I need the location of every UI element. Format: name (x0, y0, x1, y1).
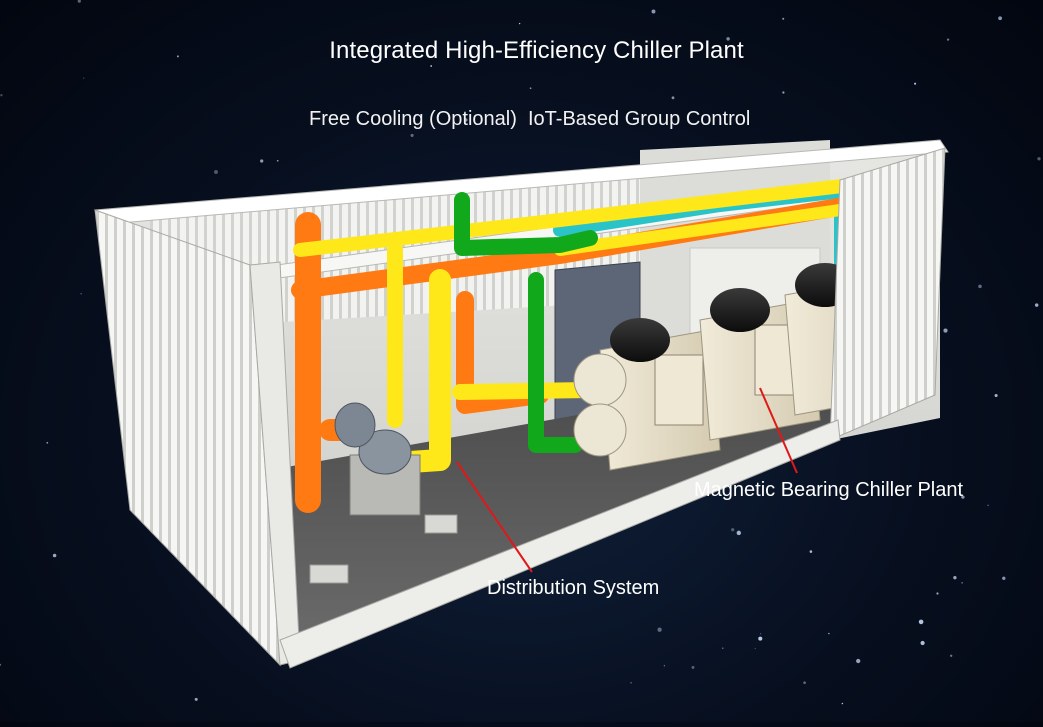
star (0, 93, 3, 97)
star (736, 530, 742, 536)
star (176, 55, 179, 58)
callout-leader-lines (456, 387, 798, 573)
star (950, 654, 953, 657)
chiller-control-panel (654, 354, 704, 426)
evaporator-head (573, 353, 627, 407)
star (994, 393, 998, 398)
star (194, 697, 198, 701)
star (214, 170, 218, 174)
star (518, 22, 521, 25)
yellow-pipe (293, 178, 857, 257)
star (918, 619, 924, 625)
star (1002, 576, 1006, 580)
star (754, 647, 756, 650)
star (841, 702, 844, 705)
compressor-motor (710, 288, 770, 332)
star (663, 665, 665, 667)
star (372, 56, 375, 59)
star (1034, 303, 1039, 307)
star (691, 665, 695, 669)
star (0, 663, 2, 666)
star (731, 528, 735, 532)
callout-chiller-plant: Magnetic Bearing Chiller Plant (694, 479, 964, 501)
star (782, 17, 785, 20)
star (410, 133, 414, 137)
star (276, 159, 279, 162)
distribution-leader-line (456, 461, 533, 573)
star (529, 87, 532, 90)
star (657, 627, 662, 632)
star (978, 284, 982, 289)
green-pipe (454, 192, 598, 256)
star (809, 550, 813, 553)
compressor-motor (610, 318, 670, 362)
star (987, 504, 989, 507)
star (630, 681, 632, 684)
star (671, 96, 675, 100)
star (1037, 157, 1041, 161)
piping-system (291, 178, 859, 513)
star (260, 159, 264, 163)
star (759, 633, 762, 635)
star (83, 77, 85, 79)
star (46, 441, 49, 444)
star (936, 592, 939, 595)
star (828, 632, 830, 635)
star (80, 292, 82, 295)
star (52, 553, 57, 558)
star (651, 9, 656, 14)
diagram-subtitle: Free Cooling (Optional) IoT-Based Group … (309, 108, 751, 130)
star (961, 495, 965, 499)
star (943, 328, 948, 333)
star (998, 16, 1002, 21)
star (946, 38, 950, 41)
star (953, 576, 957, 580)
star (77, 0, 81, 3)
star (726, 37, 730, 41)
star (430, 65, 433, 67)
callout-distribution-system: Distribution System (487, 577, 660, 599)
diagram-title: Integrated High-Efficiency Chiller Plant (329, 37, 744, 64)
star (856, 658, 861, 664)
star (464, 118, 468, 122)
star (920, 640, 925, 646)
star (758, 636, 763, 641)
star (721, 647, 724, 650)
star (961, 582, 963, 584)
pump-unit (309, 402, 458, 584)
star (803, 681, 806, 685)
chiller-leader-line (759, 387, 798, 474)
container-end-walls (94, 147, 946, 669)
star (782, 91, 785, 94)
star (914, 82, 917, 85)
chiller-units (573, 263, 906, 471)
condenser-head (573, 403, 627, 457)
